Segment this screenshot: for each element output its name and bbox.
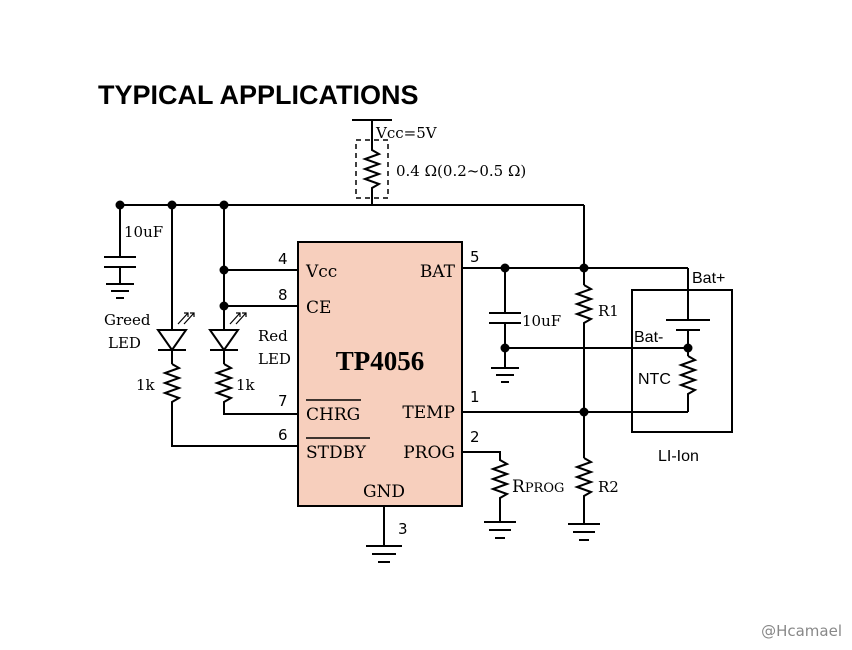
red-led-label-2: LED: [258, 350, 291, 368]
pin-chrg: CHRG: [306, 405, 360, 425]
pin-temp: TEMP: [402, 403, 455, 423]
pin-number-4: 4: [278, 250, 288, 268]
r2-symbol: [574, 457, 594, 524]
r1-symbol: [574, 284, 594, 458]
pin-number-8: 8: [278, 286, 288, 304]
rprog-label: RPROG: [512, 477, 564, 497]
pin-stdby: STDBY: [306, 443, 367, 463]
bat-plus-label: Bat+: [692, 270, 725, 287]
bat-minus-label: Bat-: [634, 329, 663, 346]
pin-number-2: 2: [470, 428, 480, 446]
rprog-branch: RPROG: [462, 451, 564, 539]
r2-label: R2: [598, 478, 619, 496]
ntc-label: NTC: [638, 371, 671, 388]
input-capacitor-label: 10uF: [124, 223, 163, 241]
pin-number-7: 7: [278, 392, 288, 410]
tp4056-chip: TP4056 Vcc CE CHRG STDBY BAT TEMP PROG G…: [278, 241, 480, 538]
pin-number-5: 5: [470, 248, 480, 266]
vcc-label: Vcc=5V: [375, 124, 438, 142]
pin-number-6: 6: [278, 426, 288, 444]
red-led-symbol: [208, 329, 240, 352]
red-resistor-label: 1k: [236, 376, 256, 394]
pin-number-1: 1: [470, 388, 480, 406]
rprog-symbol: [462, 451, 510, 522]
chip-name: TP4056: [336, 346, 425, 376]
junction-dot: [500, 343, 510, 353]
battery-pack-box: [631, 289, 733, 433]
battery-name: LI-Ion: [658, 448, 699, 465]
pin-gnd: GND: [363, 482, 405, 502]
input-capacitor: 10uF: [104, 205, 163, 299]
red-led-branch: Red LED 1k: [208, 205, 300, 415]
ntc-symbol: [678, 355, 698, 412]
junction-dot: [219, 301, 229, 311]
junction-dot: [683, 343, 693, 353]
sense-resistor-symbol: [362, 146, 382, 205]
green-led-label-2: LED: [108, 334, 141, 352]
sense-resistor-label: 0.4 Ω(0.2~0.5 Ω): [396, 162, 526, 180]
junction-dot: [219, 265, 229, 275]
green-resistor-label: 1k: [136, 376, 156, 394]
output-capacitor-label: 10uF: [522, 312, 561, 330]
r1-label: R1: [598, 302, 619, 320]
temp-divider: R1 R2: [462, 205, 688, 541]
chip-body: [297, 241, 463, 507]
red-led-label-1: Red: [258, 327, 288, 345]
pin-bat: BAT: [420, 262, 456, 282]
green-led-symbol: [156, 329, 188, 352]
li-ion-battery: Bat+ Bat- NTC LI-Ion: [631, 268, 733, 465]
green-led-branch: Greed LED 1k: [104, 205, 300, 447]
chip-ground: [366, 506, 402, 563]
junction-dot: [579, 407, 589, 417]
page-title: TYPICAL APPLICATIONS: [98, 80, 419, 110]
pin-ce: CE: [306, 298, 331, 318]
watermark: @Hcamael: [761, 622, 842, 640]
pin-vcc: Vcc: [305, 262, 337, 282]
bat-node: 10uF: [462, 263, 688, 383]
pin-prog: PROG: [403, 443, 455, 463]
red-led-resistor: [214, 363, 300, 415]
green-led-label-1: Greed: [104, 311, 151, 329]
vcc-supply: Vcc=5V 0.4 Ω(0.2~0.5 Ω): [352, 119, 526, 205]
pin-number-3: 3: [398, 520, 408, 538]
green-led-resistor: [162, 363, 300, 447]
